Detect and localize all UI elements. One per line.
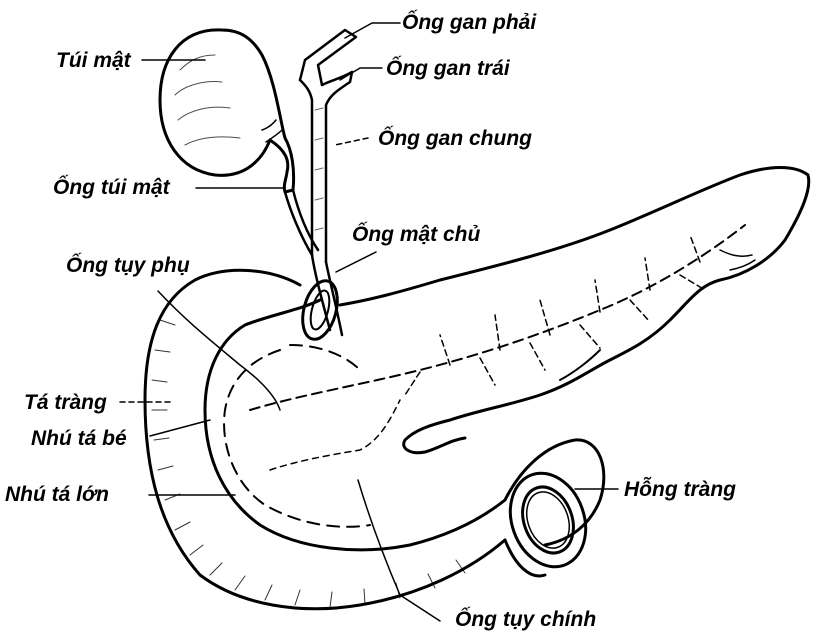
label-ta-trang: Tá tràng: [24, 392, 107, 413]
jejunum: [498, 440, 604, 578]
leader-lines: [120, 23, 618, 621]
label-ong-gan-phai: Ống gan phải: [402, 12, 536, 33]
label-nhu-ta-lon: Nhú tá lớn: [5, 484, 109, 505]
label-ong-tuy-phu: Ống tụy phụ: [66, 255, 190, 276]
label-ong-tuy-chinh: Ống tụy chính: [455, 609, 596, 630]
label-ong-gan-chung: Ống gan chung: [378, 128, 532, 149]
label-tui-mat: Túi mật: [56, 50, 131, 71]
label-ong-mat-chu: Ống mật chủ: [352, 224, 480, 245]
label-hong-trang: Hỗng tràng: [624, 479, 736, 500]
label-ong-gan-trai: Ống gan trái: [386, 58, 510, 79]
hepatic-ducts: [300, 30, 356, 262]
gallbladder: [160, 30, 294, 192]
label-nhu-ta-be: Nhú tá bé: [31, 428, 127, 449]
label-ong-tui-mat: Ống túi mật: [53, 177, 170, 198]
duodenum: [145, 270, 505, 608]
